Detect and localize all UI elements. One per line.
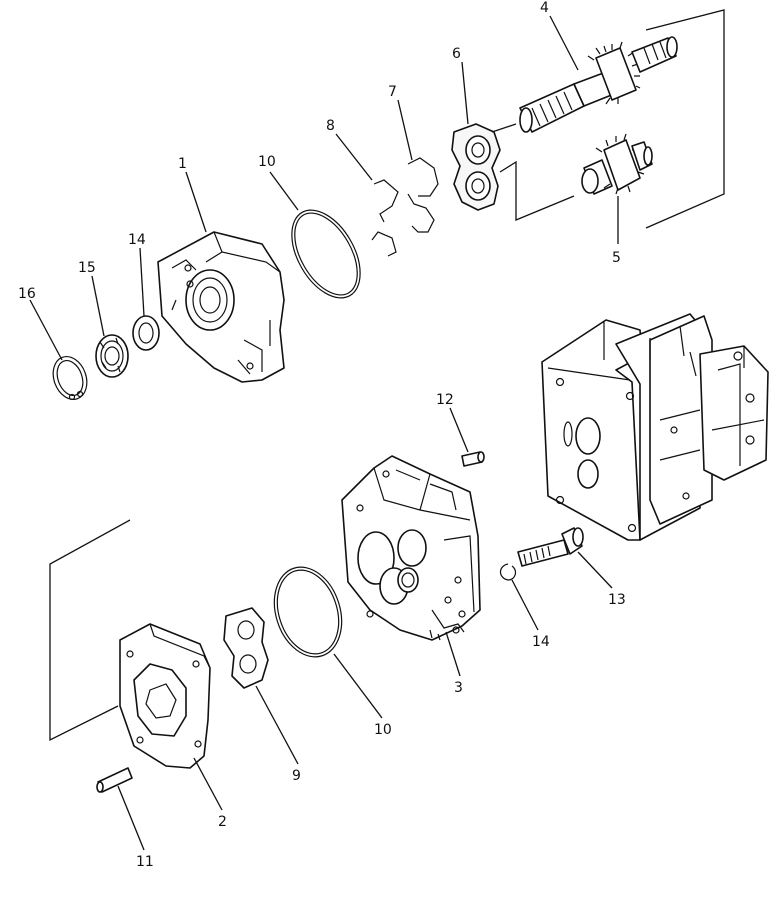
part-gasket-9 [223,607,269,689]
callout-10-bottom: 10 [374,722,392,738]
callout-4: 4 [540,0,549,16]
callout-16: 15 [78,260,96,276]
callout-10-top: 10 [258,154,276,170]
part-washer-14 [499,563,517,581]
callout-12: 12 [436,392,454,408]
part-seal-clips-7 [407,157,439,233]
part-snap-ring-17 [52,356,88,401]
grouping-bracket-top [491,9,725,229]
callout-8: 8 [326,118,335,134]
callout-6: 6 [452,46,461,62]
callout-3: 3 [454,680,463,696]
part-pin-11 [96,767,133,793]
callout-9: 9 [292,768,301,784]
part-dowel-pin-12 [461,451,485,467]
callout-15: 14 [128,232,146,248]
callout-17: 16 [18,286,36,302]
callout-5: 5 [612,250,621,266]
part-front-cover-1 [157,231,285,383]
callout-14: 14 [532,634,550,650]
part-bearing-16 [95,334,129,378]
part-o-ring-10-top [291,209,361,299]
callout-11: 11 [136,854,154,870]
part-driven-gear-5 [581,133,653,195]
part-seal-clips-8 [371,179,399,257]
leader-lines [29,15,619,851]
callout-7: 7 [388,84,397,100]
callout-1: 1 [178,156,187,172]
grouping-bracket-bottom [49,519,131,742]
part-bolt-13 [517,527,584,567]
callout-2: 2 [218,814,227,830]
part-o-ring-10-bottom [273,566,343,658]
part-flange-plate-2 [119,623,211,769]
part-gear-case-3 [341,455,481,641]
part-washer-15 [132,315,160,351]
part-wear-plate-6 [451,123,501,211]
callout-labels: 4 6 7 8 10 1 14 15 16 5 12 13 14 3 10 9 … [18,0,626,870]
part-pump-assembly-body [541,313,769,541]
callout-13: 13 [608,592,626,608]
part-drive-gear-4 [519,36,678,133]
